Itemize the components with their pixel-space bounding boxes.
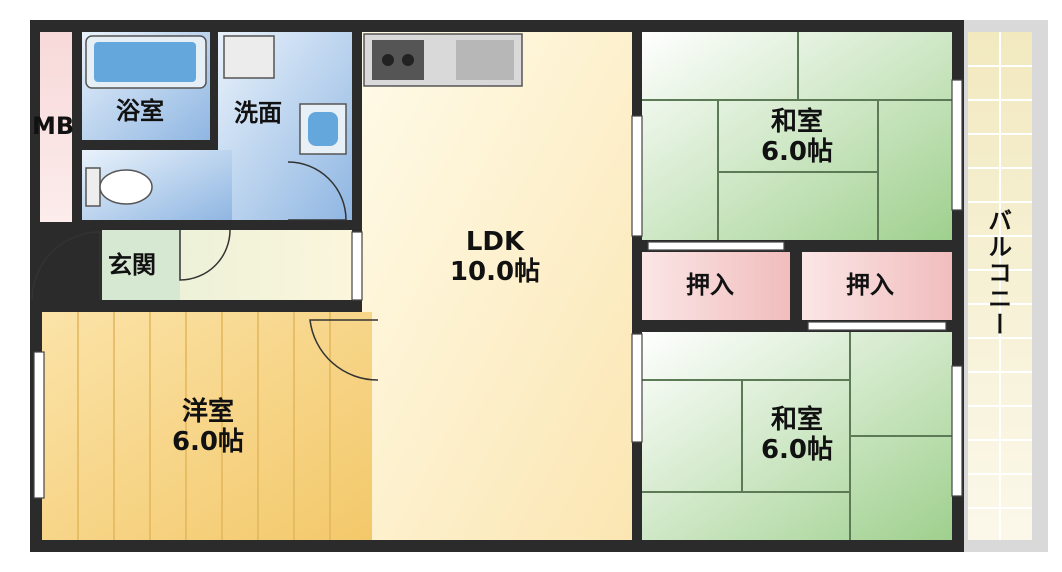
mb-label: MB	[32, 112, 75, 140]
balcony-label: バルコニー	[983, 208, 1012, 338]
japanese-room-1-name: 和室	[770, 107, 823, 137]
washroom-label: 洗面	[234, 99, 282, 127]
entrance-label: 玄関	[108, 251, 156, 279]
mb-area	[40, 32, 72, 222]
ldk-name: LDK	[465, 227, 525, 257]
japanese-room-2-name: 和室	[770, 405, 823, 435]
toilet	[85, 167, 153, 207]
closet-1-label: 押入	[686, 271, 734, 299]
western-room-name: 洋室	[181, 397, 234, 427]
floorboard-lines	[77, 312, 331, 540]
washer-pan	[223, 35, 275, 79]
ldk-label: LDK 10.0帖	[430, 227, 560, 288]
closet-1-area	[642, 252, 790, 320]
ldk-size: 10.0帖	[449, 256, 541, 287]
closet-2-label: 押入	[846, 271, 894, 299]
entrance-floor	[102, 230, 180, 300]
kitchen-counter	[363, 33, 523, 87]
western-room-size: 6.0帖	[171, 426, 245, 457]
japanese-room-1-size: 6.0帖	[760, 136, 834, 167]
tatami-lines-1	[642, 32, 952, 240]
western-room-area	[42, 312, 372, 540]
western-room-label: 洋室 6.0帖	[148, 397, 268, 458]
windows	[33, 79, 963, 499]
japanese-room-1-label: 和室 6.0帖	[737, 107, 857, 168]
japanese-room-2-label: 和室 6.0帖	[737, 405, 857, 466]
closet-2-area	[802, 252, 952, 320]
bathtub	[85, 35, 207, 89]
bath-label: 浴室	[116, 97, 164, 125]
balcony	[964, 20, 1048, 552]
tatami-lines-2	[642, 332, 952, 540]
washbasin	[299, 103, 347, 155]
doors	[31, 161, 379, 381]
japanese-room-2-size: 6.0帖	[760, 434, 834, 465]
ldk-area	[362, 32, 632, 540]
